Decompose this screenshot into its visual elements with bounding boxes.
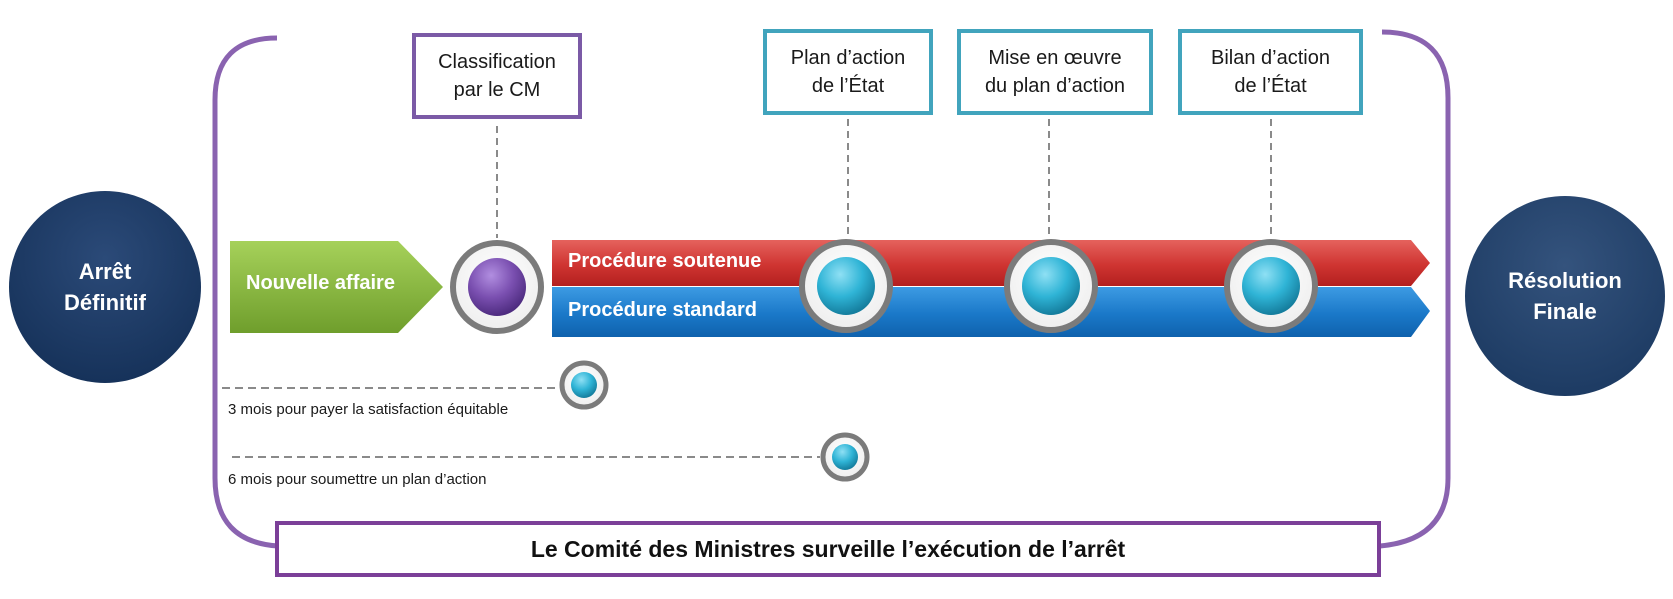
classification-line1: Classification: [438, 51, 556, 73]
supervision-banner: Le Comité des Ministres surveille l’exéc…: [275, 521, 1381, 577]
action-report-marker: [1224, 239, 1318, 333]
implementation-line1: Mise en œuvre: [988, 47, 1122, 69]
classification-box: Classification par le CM: [412, 33, 582, 119]
standard-track-label: Procédure standard: [568, 298, 757, 321]
new-case-arrow: [230, 241, 443, 333]
end-node-line2: Finale: [1533, 299, 1597, 324]
classification-line2: par le CM: [453, 79, 541, 101]
deadline-marker-6-months: [820, 432, 870, 482]
deadline-note-3-months: 3 mois pour payer la satisfaction équita…: [228, 400, 509, 418]
deadline-marker-3-months: [559, 360, 609, 410]
frame-right-bracket: [1379, 29, 1451, 549]
start-node-line1: Arrêt: [78, 259, 132, 284]
end-node-line1: Résolution: [1508, 268, 1622, 293]
action-plan-box: Plan d’action de l’État: [763, 29, 933, 115]
frame-left-bracket: [212, 35, 279, 549]
implementation-marker: [1004, 239, 1098, 333]
enhanced-track-arrow: [552, 240, 1430, 286]
classification-marker: [450, 240, 544, 334]
end-node-label: Résolution Finale: [1465, 196, 1665, 396]
action-report-box: Bilan d’action de l’État: [1178, 29, 1363, 115]
start-node-circle: [9, 191, 201, 383]
enhanced-track-label: Procédure soutenue: [568, 249, 762, 272]
deadline-note-6-months: 6 mois pour soumettre un plan d’action: [228, 470, 487, 488]
action-plan-line1: Plan d’action: [790, 47, 906, 69]
action-plan-line2: de l’État: [811, 75, 885, 97]
end-node-circle: [1465, 196, 1665, 396]
implementation-line2: du plan d’action: [984, 75, 1126, 97]
new-case-label: Nouvelle affaire: [246, 271, 395, 294]
standard-track-arrow: [552, 287, 1430, 337]
action-report-line2: de l’État: [1234, 75, 1307, 97]
action-plan-marker: [799, 239, 893, 333]
implementation-box: Mise en œuvre du plan d’action: [957, 29, 1153, 115]
action-report-line1: Bilan d’action: [1211, 47, 1330, 69]
start-node-label: Arrêt Définitif: [9, 191, 201, 383]
start-node-line2: Définitif: [64, 290, 146, 315]
